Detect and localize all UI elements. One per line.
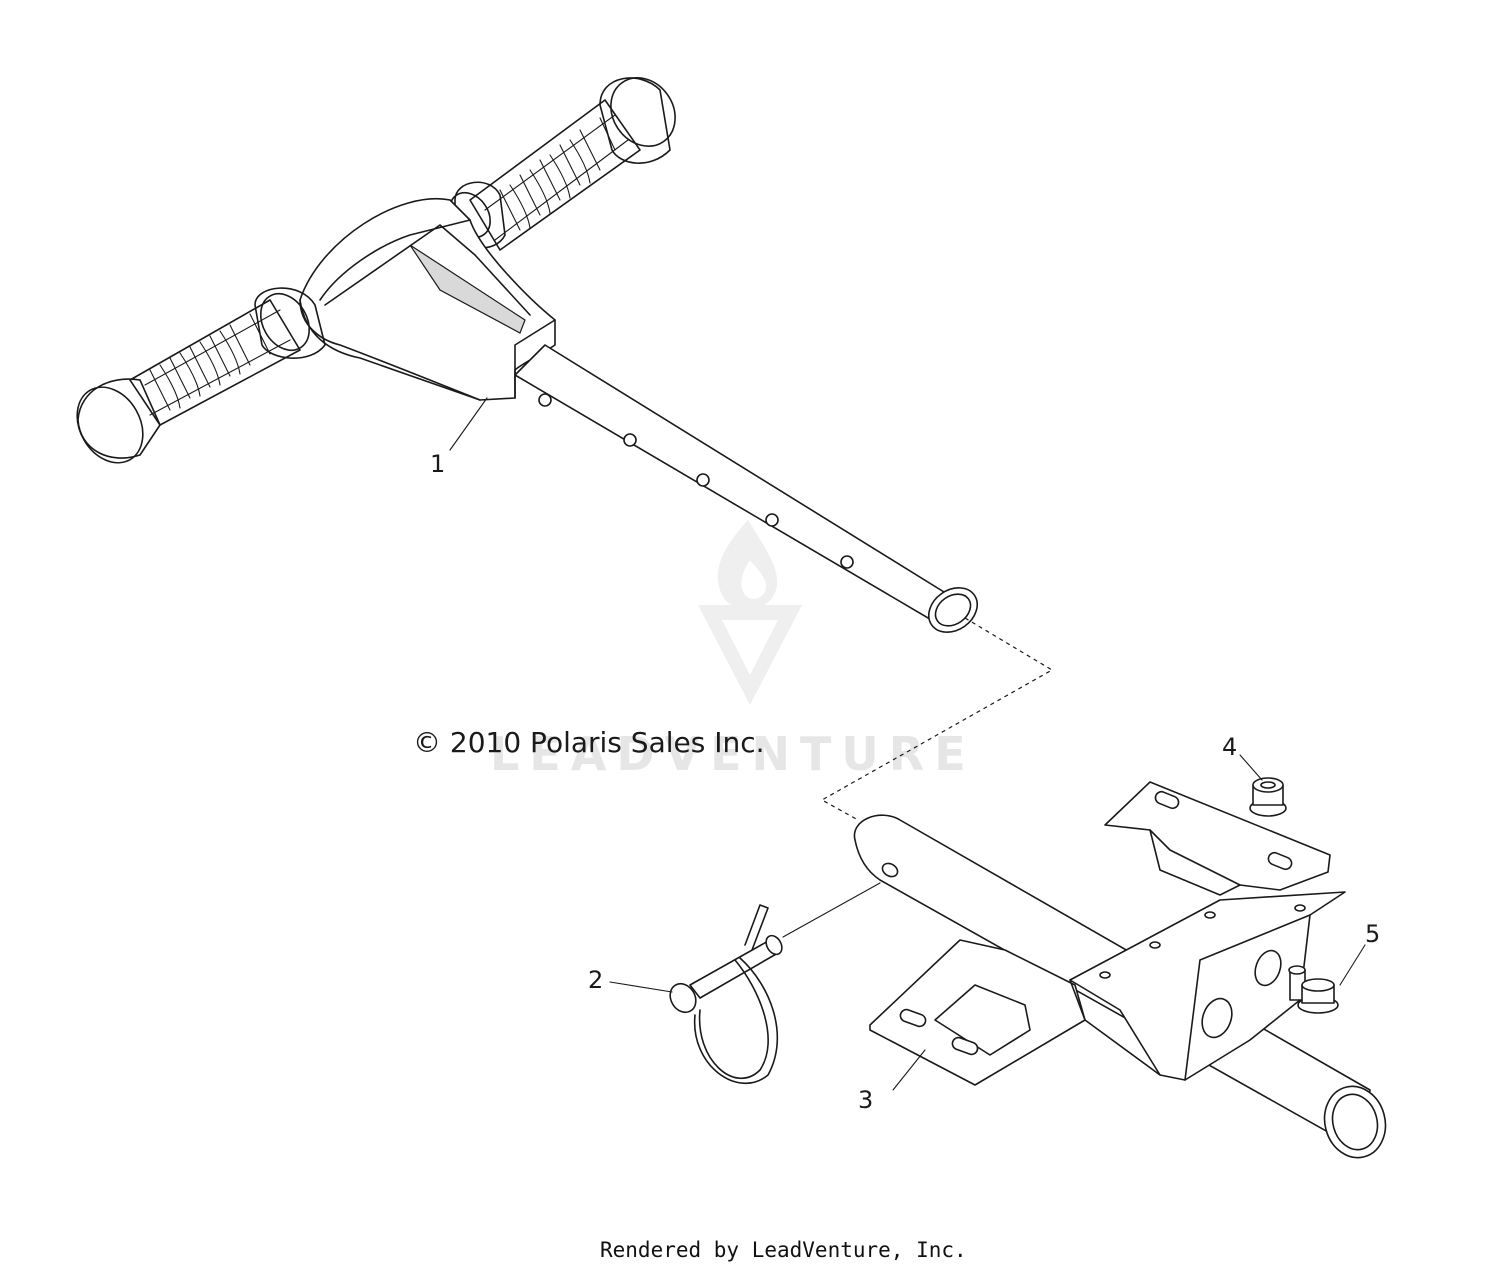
part-1-t-handle xyxy=(76,77,978,633)
part-3-bracket xyxy=(853,781,1387,1159)
watermark-text: LEADVENTURE xyxy=(490,727,976,781)
part-2-hitch-pin xyxy=(669,882,881,1085)
footer-credit: Rendered by LeadVenture, Inc. xyxy=(600,1238,967,1262)
leader-lines xyxy=(449,397,1366,1091)
callout-2: 2 xyxy=(588,966,603,994)
callout-5: 5 xyxy=(1365,920,1380,948)
part-5-flange-bolt xyxy=(1288,965,1339,1014)
callout-3: 3 xyxy=(858,1086,873,1114)
grip-right xyxy=(449,77,676,251)
grip-left xyxy=(76,287,326,464)
copyright-text: © 2010 Polaris Sales Inc. xyxy=(413,726,765,759)
callout-4: 4 xyxy=(1222,733,1237,761)
callout-1: 1 xyxy=(430,450,445,478)
watermark-logo xyxy=(698,520,802,705)
handle-body xyxy=(299,197,556,401)
handle-shaft xyxy=(514,344,978,633)
part-4-flange-nut xyxy=(1249,777,1287,817)
assembly-dashed-line xyxy=(820,617,1054,821)
